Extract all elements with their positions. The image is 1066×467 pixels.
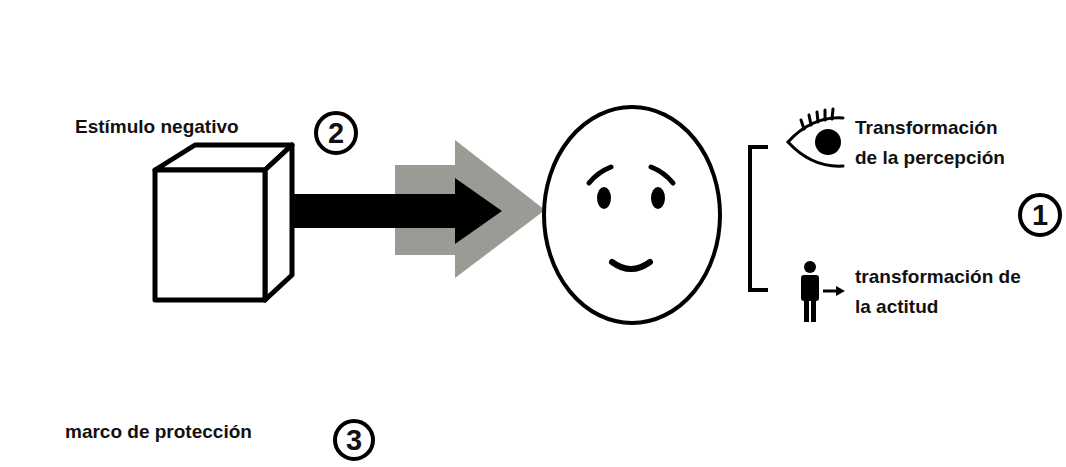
callout-number: 3 <box>333 419 375 461</box>
sad-face <box>544 107 720 323</box>
effect-label: transformación de la actitud <box>855 262 1021 322</box>
stimulus-arrow <box>292 178 502 244</box>
frame-circle <box>20 22 400 402</box>
callout-number: 1 <box>1018 193 1062 237</box>
frame-label: marco de protección <box>65 420 252 444</box>
cube <box>155 145 292 300</box>
person-icon <box>801 261 845 322</box>
stimulus-label: Estímulo negativo <box>75 115 239 139</box>
callout-number: 2 <box>314 111 358 155</box>
effect-label: Transformación de la percepción <box>855 113 1021 173</box>
eye-icon <box>788 109 843 166</box>
bracket <box>750 147 768 290</box>
frame-ring <box>13 15 407 409</box>
protection-frame: Estímulo negativomarco de protección <box>13 15 407 409</box>
